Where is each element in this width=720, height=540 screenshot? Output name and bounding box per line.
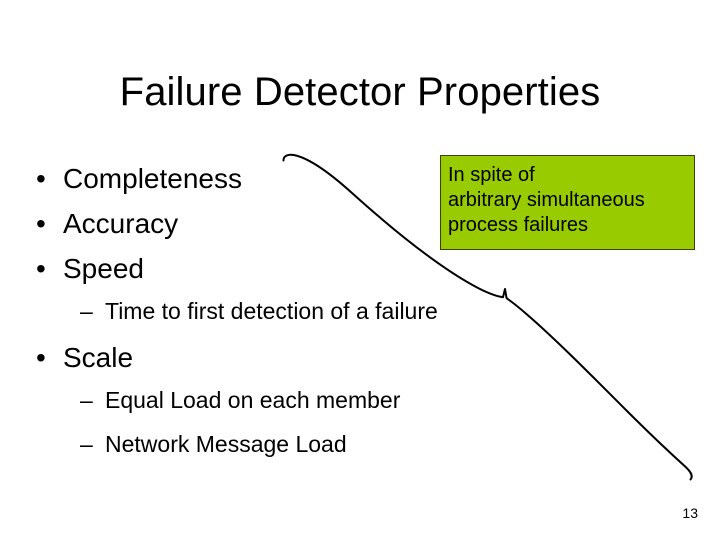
bullet-dot-icon: • <box>36 342 46 373</box>
sub-list-item-label: Network Message Load <box>105 431 347 457</box>
bullet-dash-icon: – <box>80 298 93 324</box>
list-item: • Completeness <box>28 160 568 205</box>
list-item-label: Completeness <box>63 163 242 194</box>
sub-list-item: – Network Message Load <box>28 428 568 472</box>
sub-list-item: – Equal Load on each member <box>28 384 568 428</box>
bullet-dash-icon: – <box>80 387 93 413</box>
sub-list-item-label: Equal Load on each member <box>105 387 401 413</box>
callout-text: In spite of arbitrary simultaneous proce… <box>448 164 645 236</box>
list-item-label: Accuracy <box>63 208 179 239</box>
bullet-dot-icon: • <box>36 253 46 284</box>
sub-list-item-label: Time to first detection of a failure <box>105 298 438 324</box>
bullet-dot-icon: • <box>36 208 46 239</box>
list-item: • Speed <box>28 250 568 295</box>
bullet-dash-icon: – <box>80 431 93 457</box>
slide-number: 13 <box>682 505 698 521</box>
sub-list-item: – Time to first detection of a failure <box>28 295 568 339</box>
list-item: • Accuracy <box>28 205 568 250</box>
bullet-dot-icon: • <box>36 163 46 194</box>
list-item: • Scale <box>28 339 568 384</box>
callout-box: In spite of arbitrary simultaneous proce… <box>440 155 695 250</box>
page-title: Failure Detector Properties <box>119 69 601 114</box>
list-item-label: Speed <box>63 253 144 284</box>
list-item-label: Scale <box>63 342 134 373</box>
